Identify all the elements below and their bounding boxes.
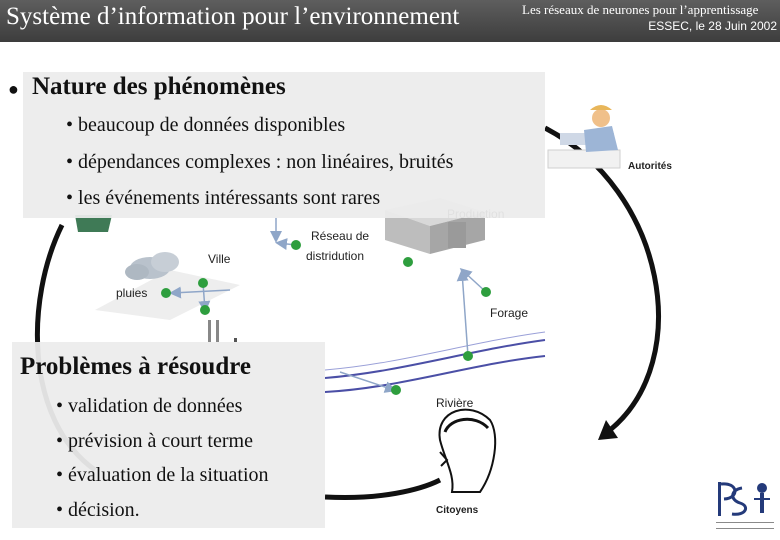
problem-item-4: • décision.: [56, 499, 140, 521]
arrow-riviere-forage: [456, 269, 469, 357]
river: [324, 331, 546, 393]
nature-item-1: • beaucoup de données disponibles: [66, 114, 346, 136]
cycle-arc-bottom: [324, 477, 442, 501]
institution-logo-icon: [716, 482, 774, 529]
node-forage: [481, 287, 491, 297]
small-building-icon: [75, 215, 112, 232]
problems-panel: [12, 342, 325, 528]
citizens-faces-icon: [438, 408, 497, 493]
node-production: [403, 257, 413, 267]
node-pluies: [161, 288, 171, 298]
problem-item-2: • prévision à court terme: [56, 430, 253, 452]
slide-subtitle: Les réseaux de neurones pour l’apprentis…: [522, 2, 759, 17]
slide-date: ESSEC, le 28 Juin 2002: [648, 19, 777, 33]
nature-item-3: • les événements intéressants sont rares: [66, 187, 381, 209]
cycle-arc-right: [543, 125, 661, 432]
rain-cloud-icon: [125, 252, 179, 280]
label-autorites: Autorités: [628, 161, 672, 172]
heading-bullet-icon: ●: [8, 79, 19, 99]
label-reseau-1: Réseau de: [311, 229, 369, 243]
label-forage: Forage: [490, 306, 528, 320]
slide-header: Système d’information pour l’environneme…: [0, 0, 780, 42]
gauge-mark: [234, 338, 237, 342]
node-ville: [198, 278, 208, 288]
nature-panel: [23, 72, 545, 218]
label-riviere: Rivière: [436, 396, 474, 410]
authority-figure: [547, 105, 621, 169]
label-citoyens: Citoyens: [436, 505, 479, 516]
label-reseau-2: distridution: [306, 249, 364, 263]
problem-item-3: • évaluation de la situation: [56, 464, 269, 486]
node-riviere-2: [391, 385, 401, 395]
cycle-arrow-head: [598, 420, 618, 440]
gauge-bar-2: [216, 320, 219, 342]
node-gauge: [200, 305, 210, 315]
problems-heading: Problèmes à résoudre: [20, 353, 251, 380]
nature-heading: Nature des phénomènes: [32, 73, 286, 100]
arrow-ville-cloud: [169, 286, 231, 299]
gauge-bar-1: [208, 320, 211, 342]
problem-item-1: • validation de données: [56, 395, 243, 417]
environment-diagram: Autorités Production Réseau de distridut…: [34, 105, 672, 516]
arrow-to-riviere: [339, 371, 397, 393]
label-pluies: pluies: [116, 286, 147, 300]
node-riviere-1: [463, 351, 473, 361]
nature-item-2: • dépendances complexes : non linéaires,…: [66, 151, 454, 173]
slide-title: Système d’information pour l’environneme…: [6, 3, 460, 30]
node-reseau: [291, 240, 301, 250]
label-ville: Ville: [208, 252, 231, 266]
